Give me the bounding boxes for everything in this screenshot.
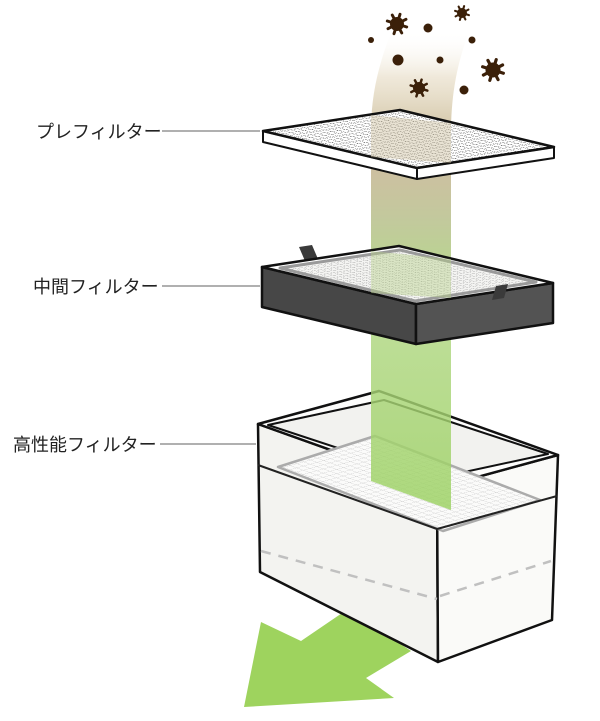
particles-layer (368, 5, 505, 98)
hepa-box-dashed-line-left (260, 549, 438, 601)
middle-filter-tab-right (492, 284, 508, 300)
germ-particle-icon (454, 5, 470, 21)
dust-particle-icon (423, 23, 433, 33)
middle-filter-label: 中間フィルター (33, 277, 159, 298)
dust-particle-icon (368, 37, 374, 43)
hepa-box-dashed-line-right (439, 559, 552, 598)
dust-particle-icon (468, 36, 476, 44)
dust-particle-icon (436, 56, 444, 64)
airflow-tint-on-pre-filter (371, 115, 451, 163)
hepa-filter-label: 高性能フィルター (13, 435, 157, 456)
middle-filter-tab-left (299, 245, 318, 261)
annotations: プレフィルター 中間フィルター 高性能フィルター (13, 122, 260, 456)
dust-particle-icon (392, 54, 404, 66)
pre-filter-mesh-top (261, 108, 556, 170)
germ-particle-icon (385, 12, 409, 36)
airflow-ribbon-lower (371, 333, 451, 510)
middle-filter-layer (260, 244, 555, 346)
pre-filter-layer (261, 108, 556, 180)
dust-particle-icon (459, 85, 469, 95)
clean-air-arrow (244, 609, 411, 707)
airflow-tint-on-middle-filter (371, 251, 451, 298)
middle-filter-mesh (278, 248, 538, 303)
clean-air-arrow-shape (244, 609, 411, 707)
germ-particle-icon (409, 78, 429, 98)
hepa-box-seam-line (257, 464, 558, 530)
pre-filter-label: プレフィルター (36, 122, 162, 143)
germ-particle-icon (481, 58, 505, 82)
